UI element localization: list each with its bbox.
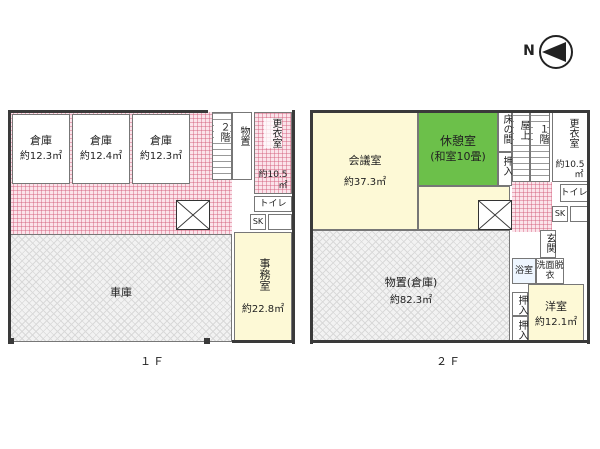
floor1-garage bbox=[10, 234, 232, 342]
floor1-warehouse-3-area: 約12.3㎡ bbox=[139, 151, 183, 162]
floor1-label: １Ｆ bbox=[140, 355, 166, 368]
floor1-toilet bbox=[254, 196, 292, 212]
floor2-oshiire-2-label: 押入 bbox=[516, 295, 527, 315]
floor1-post-2 bbox=[204, 338, 210, 344]
floor2-tokonoma-label: 床の間 bbox=[501, 114, 512, 144]
floor2-washroom bbox=[536, 258, 564, 284]
floor1-warehouse-2-name: 倉庫 bbox=[90, 134, 112, 147]
floor1-office bbox=[234, 232, 292, 342]
floor1-office-area: 約22.8㎡ bbox=[241, 304, 285, 315]
floor1-locker-name: 更衣室 bbox=[264, 118, 282, 148]
floor1-sk-label: SK bbox=[252, 217, 264, 226]
floor2-corridor bbox=[512, 182, 552, 232]
floor2-toilet-label: トイレ bbox=[560, 188, 588, 198]
floor2-meeting-room bbox=[312, 112, 418, 230]
floor2-wall-left bbox=[310, 110, 313, 344]
floor1-post-1 bbox=[8, 338, 14, 344]
floor1-stairs-label: ２階 bbox=[214, 122, 230, 142]
floor2-locker-name: 更衣室 bbox=[567, 118, 578, 148]
floor2-rooftop-label: 屋上 bbox=[514, 120, 529, 140]
floor2-oshiire-2 bbox=[512, 292, 528, 316]
floor1-office-name: 事務室 bbox=[258, 258, 271, 291]
compass: N bbox=[520, 28, 580, 78]
floor1-warehouse-2 bbox=[72, 114, 130, 184]
floor1-void-box bbox=[176, 200, 210, 230]
floor2-wall-right bbox=[587, 110, 590, 344]
floor2-sk bbox=[552, 206, 568, 222]
floor1-storage-label: 物置 bbox=[238, 126, 249, 146]
floor1-wall-right bbox=[292, 110, 295, 344]
floor2-sink bbox=[570, 206, 588, 222]
floor2-lounge-name: 休憩室 bbox=[439, 134, 476, 148]
floor2-western-name: 洋室 bbox=[545, 300, 567, 313]
floor2-washroom-label: 洗面脱衣 bbox=[536, 261, 564, 281]
floor2-bath-label: 浴室 bbox=[514, 266, 533, 276]
floor2-locker-area: 約10.5 bbox=[555, 160, 585, 170]
floor2-lounge bbox=[418, 112, 498, 186]
floor1-warehouse-1-area: 約12.3㎡ bbox=[19, 151, 63, 162]
floor1-warehouse-2-area: 約12.4㎡ bbox=[79, 151, 123, 162]
floor1-toilet-label: トイレ bbox=[259, 199, 287, 209]
floor2-oshiire bbox=[498, 152, 512, 186]
floor2-wall-top bbox=[310, 110, 590, 113]
floor2-meeting-area: 約37.3㎡ bbox=[343, 177, 387, 188]
floor1-sink bbox=[268, 214, 292, 230]
floor1-locker-area: 約10.5 bbox=[258, 170, 288, 180]
floor2-meeting-name: 会議室 bbox=[348, 154, 382, 167]
floor1-locker-unit: ㎡ bbox=[278, 181, 288, 191]
floor2-wall-bottom bbox=[310, 340, 590, 343]
floor2-sk-label: SK bbox=[554, 209, 566, 218]
floor2-label: ２Ｆ bbox=[436, 355, 462, 368]
floor2-storage-name: 物置(倉庫) bbox=[384, 276, 438, 289]
floor2-stairs bbox=[530, 112, 550, 182]
floor2-western-room bbox=[528, 284, 584, 342]
floor1-sk bbox=[250, 214, 266, 230]
floor2-western-area: 約12.1㎡ bbox=[534, 317, 578, 328]
floor2-storage-area: 約82.3㎡ bbox=[389, 295, 433, 306]
floor1-warehouse-1 bbox=[12, 114, 70, 184]
floor1-wall-bottom bbox=[232, 340, 295, 343]
floor2-lounge-sub: (和室10畳) bbox=[430, 150, 486, 163]
floor2-genkan bbox=[540, 230, 556, 258]
floor2-oshiire-3-label: 押入 bbox=[516, 320, 527, 340]
floor1-wall-left bbox=[8, 110, 11, 344]
floor2-void-box bbox=[478, 200, 512, 230]
floor2-locker-unit: ㎡ bbox=[574, 170, 584, 180]
floor2-stairs-label: １階 bbox=[533, 124, 548, 144]
floor2-genkan-label: 玄関 bbox=[544, 233, 555, 253]
floor2-bath bbox=[512, 258, 536, 284]
floor1-storage bbox=[232, 112, 252, 180]
floor2-storage bbox=[312, 230, 510, 342]
floor2-locker-room bbox=[552, 112, 588, 182]
floor1-warehouse-3-name: 倉庫 bbox=[150, 134, 172, 147]
floor1-warehouse-3 bbox=[132, 114, 190, 184]
compass-north-letter: N bbox=[523, 43, 535, 59]
floor1-wall-top bbox=[8, 110, 208, 113]
floor1-garage-label: 車庫 bbox=[110, 286, 132, 299]
floor2-oshiire-label: 押入 bbox=[501, 156, 512, 176]
compass-icon bbox=[539, 35, 573, 69]
floor1-warehouse-1-name: 倉庫 bbox=[30, 134, 52, 147]
